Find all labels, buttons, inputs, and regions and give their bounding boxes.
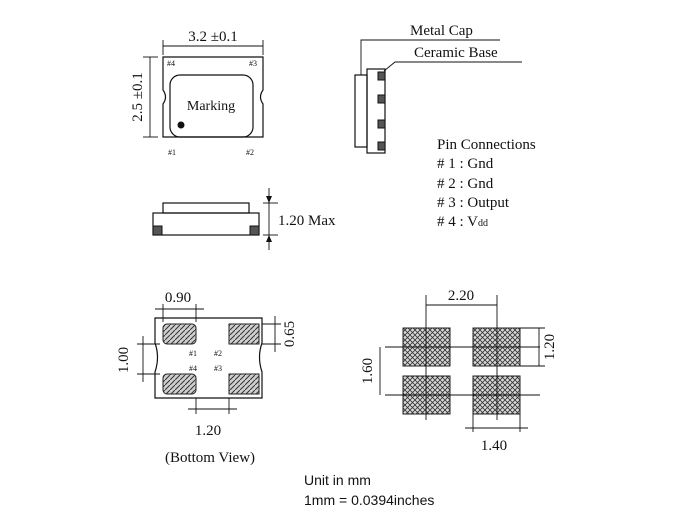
- max-height-label: 1.20 Max: [278, 213, 336, 229]
- land-left-dim: 1.60: [360, 358, 376, 384]
- bottom-pin-1: #1: [189, 349, 197, 358]
- pin1-dot: [177, 121, 185, 129]
- height-view: 1.20 Max: [152, 188, 336, 250]
- bottom-pin-3: #3: [214, 364, 222, 373]
- bottom-bottom-dim: 1.20: [195, 423, 221, 439]
- ceramic-base-label: Ceramic Base: [414, 45, 498, 61]
- pin-row-3: # 3 : Output: [437, 195, 510, 211]
- bottom-left-dim: 1.00: [116, 347, 132, 373]
- bottom-right-dim: 0.65: [282, 321, 298, 347]
- top-height-dim: 2.5 ±0.1: [130, 72, 146, 121]
- bottom-top-dim: 0.90: [165, 290, 191, 306]
- top-pin-1: #1: [168, 148, 176, 157]
- side-view: Metal Cap Ceramic Base: [354, 23, 522, 154]
- marking-label: Marking: [187, 99, 235, 114]
- pin-row-2: # 2 : Gnd: [437, 176, 494, 192]
- land-pattern: 2.20 1.20 1.60 1.40: [360, 288, 558, 454]
- unit-note: Unit in mm: [304, 472, 371, 488]
- land-top-dim: 2.20: [448, 288, 474, 304]
- pin-row-1: # 1 : Gnd: [437, 156, 494, 172]
- top-width-dim: 3.2 ±0.1: [188, 29, 237, 45]
- land-bottom-dim: 1.40: [481, 438, 507, 454]
- top-pin-2: #2: [246, 148, 254, 157]
- metal-cap-label: Metal Cap: [410, 23, 473, 39]
- land-right-dim: 1.20: [542, 334, 558, 360]
- top-pin-3: #3: [249, 59, 257, 68]
- top-view: 3.2 ±0.1 2.5 ±0.1 Marking #4 #3 #1 #2: [130, 29, 264, 157]
- pin-connections-title: Pin Connections: [437, 137, 536, 153]
- footer-notes: Unit in mm 1mm = 0.0394inches: [304, 472, 434, 508]
- bottom-pin-4: #4: [189, 364, 197, 373]
- top-pin-4: #4: [167, 59, 175, 68]
- conversion-note: 1mm = 0.0394inches: [304, 492, 434, 508]
- bottom-pin-2: #2: [214, 349, 222, 358]
- bottom-view: #1 #2 #4 #3 0.90 0.65 1.00 1.20 (Bottom …: [116, 290, 298, 466]
- bottom-view-caption: (Bottom View): [165, 450, 255, 466]
- pin-connections: Pin Connections # 1 : Gnd # 2 : Gnd # 3 …: [437, 137, 536, 230]
- pin-row-4: # 4 : Vdd: [437, 214, 488, 230]
